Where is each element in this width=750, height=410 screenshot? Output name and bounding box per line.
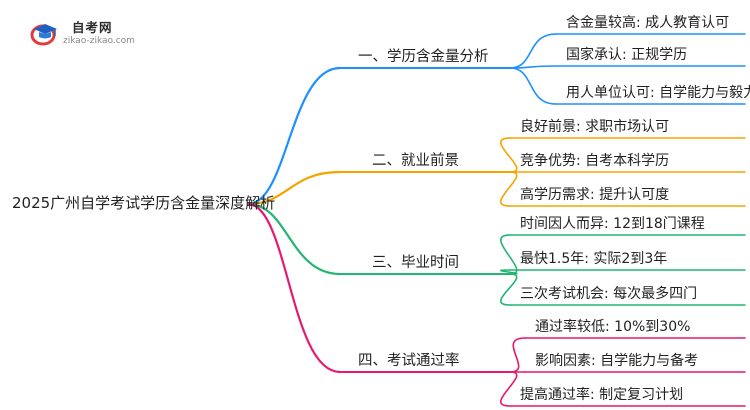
logo-url: zikao-zikao.com: [63, 36, 135, 46]
leaf-topic: 用人单位认可: 自学能力与毅力: [566, 85, 750, 101]
graduation-cap-icon: [30, 24, 57, 46]
leaf-connector: [500, 137, 518, 173]
leaf-connector: [509, 33, 557, 69]
leaf-connector: [500, 269, 518, 275]
leaf-topic: 高学历需求: 提升认可度: [520, 187, 670, 203]
leaf-topic: 国家承认: 正规学历: [566, 47, 688, 63]
root-topic: 2025广州自学考试学历含金量深度解析: [12, 194, 276, 212]
leaf-connector: [500, 234, 518, 275]
branch-connector: [246, 202, 342, 374]
branch-topic: 三、毕业时间: [372, 255, 459, 271]
branch-connector: [246, 202, 342, 276]
leaf-topic: 时间因人而异: 12到18门课程: [520, 216, 705, 232]
branch-topic: 四、考试通过率: [358, 353, 460, 369]
leaf-connector: [500, 371, 518, 407]
branch-topic: 一、学历含金量分析: [358, 49, 489, 65]
leaf-connector: [509, 65, 557, 69]
leaf-connector: [509, 67, 557, 105]
leaf-topic: 通过率较低: 10%到30%: [535, 319, 691, 335]
leaf-connector: [500, 171, 518, 207]
leaf-topic: 含金量较高: 成人教育认可: [566, 15, 730, 31]
leaf-topic: 三次考试机会: 每次最多四门: [520, 286, 698, 302]
leaf-topic: 竞争优势: 自考本科学历: [520, 153, 670, 169]
branch-connector: [246, 170, 342, 206]
branch-topic: 二、就业前景: [372, 153, 459, 169]
leaf-topic: 提高通过率: 制定复习计划: [520, 387, 684, 403]
branch-connector: [246, 66, 342, 206]
logo-name: 自考网: [72, 20, 113, 35]
site-logo[interactable]: 自考网 zikao-zikao.com: [30, 16, 140, 50]
leaf-topic: 最快1.5年: 实际2到3年: [520, 251, 668, 267]
leaf-topic: 良好前景: 求职市场认可: [520, 119, 670, 135]
leaf-topic: 影响因素: 自学能力与备考: [535, 353, 699, 369]
leaf-connector: [509, 337, 526, 373]
leaf-connector: [500, 273, 518, 306]
